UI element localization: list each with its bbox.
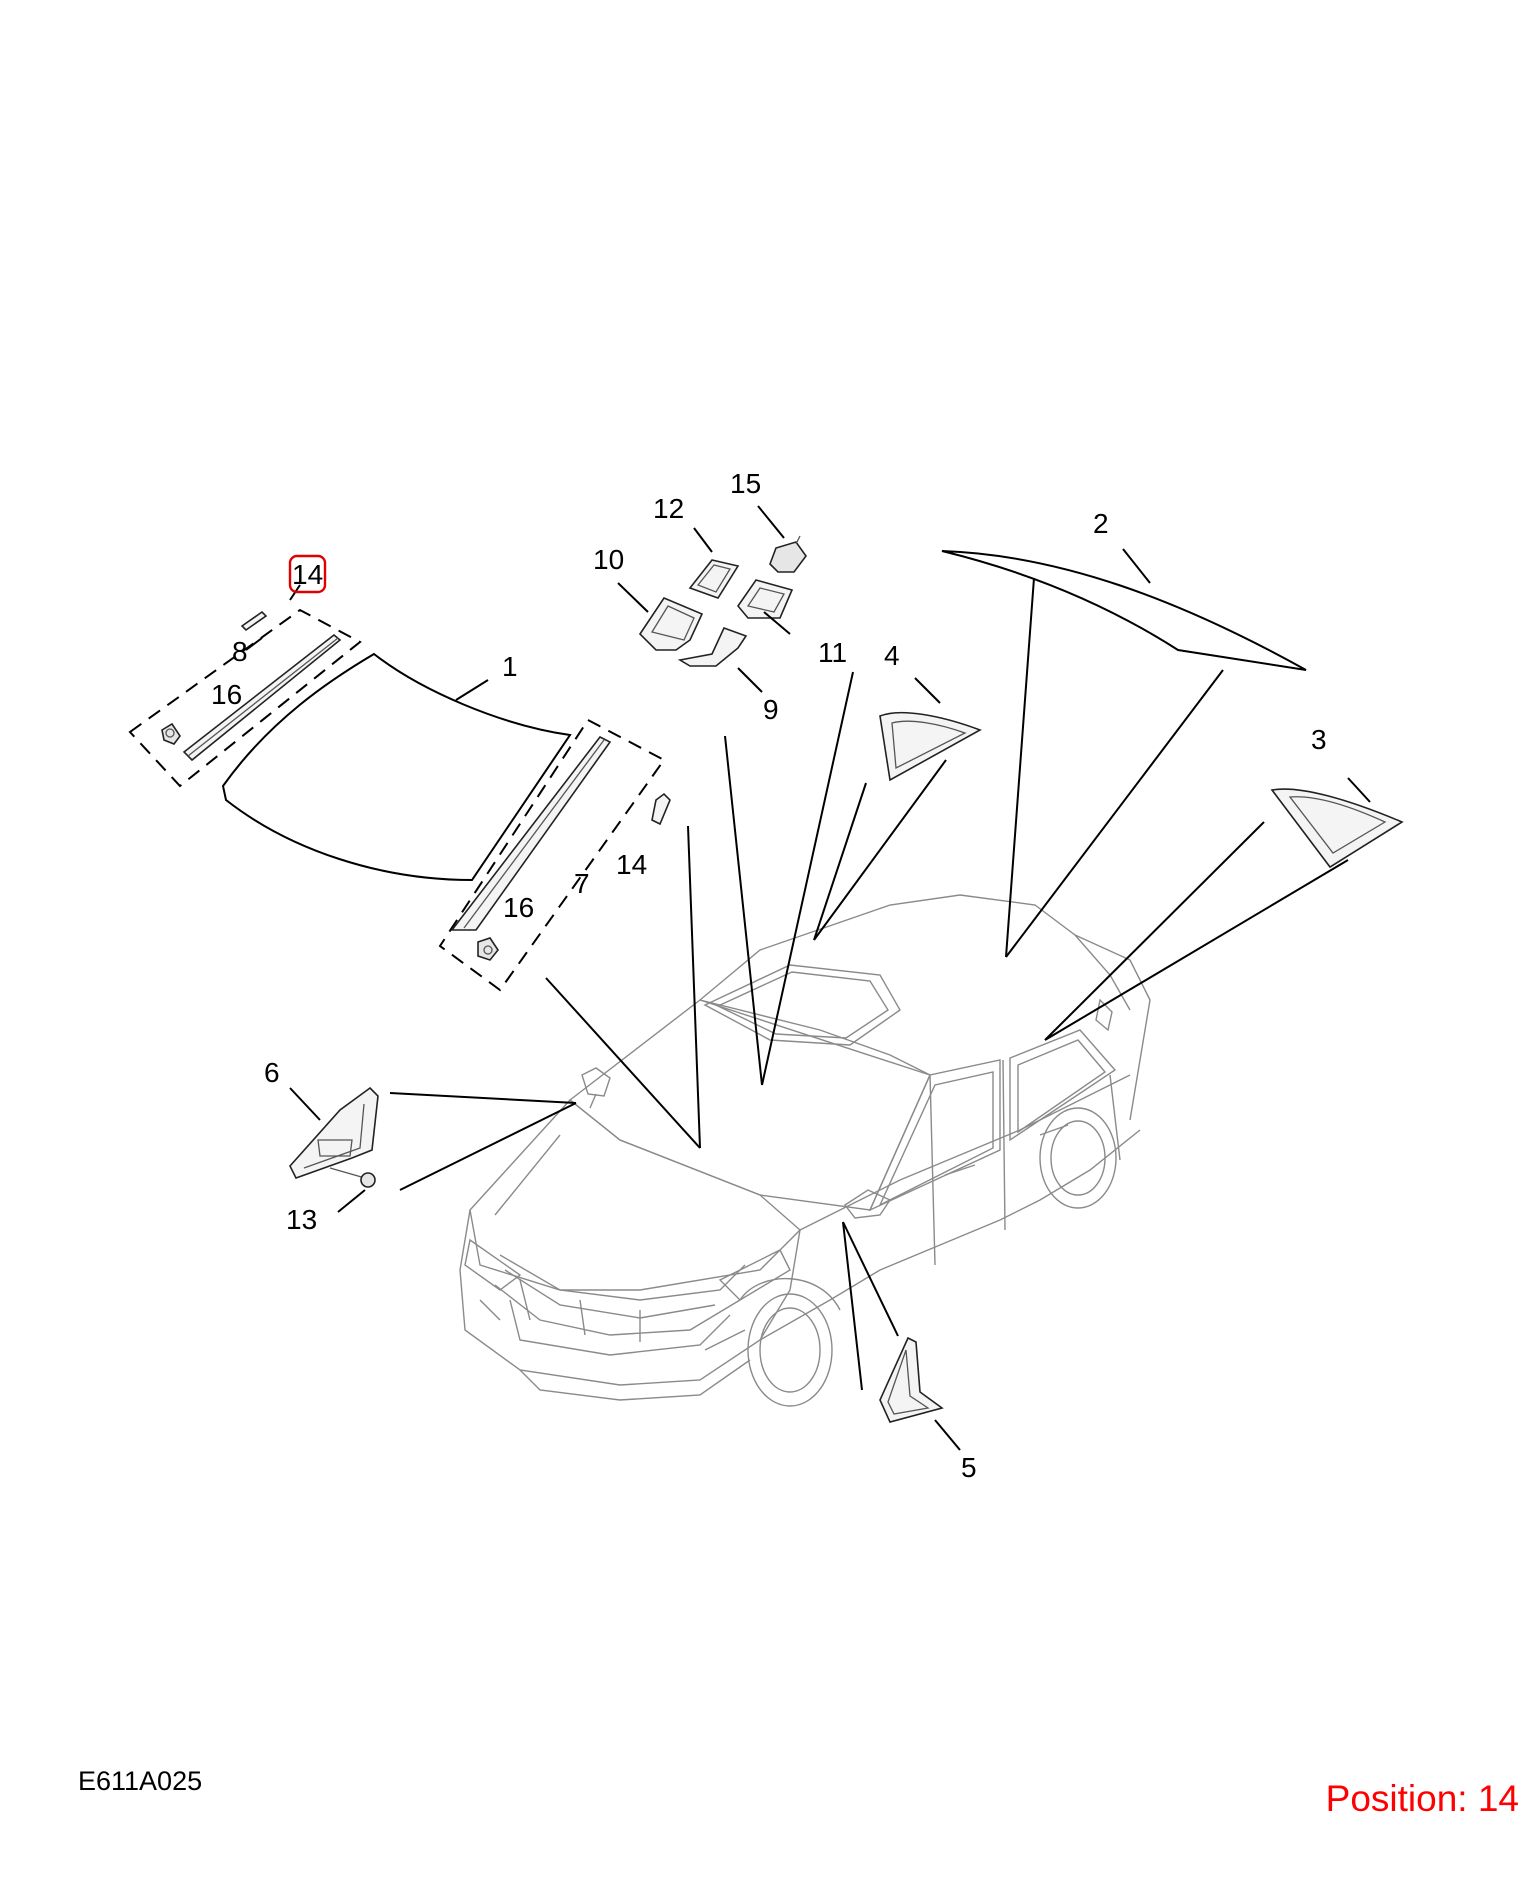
callout-1[interactable]: 1 [502,651,518,682]
bracket-parts [638,535,807,667]
callout-16[interactable]: 16 [503,892,534,923]
callout-8[interactable]: 8 [232,636,248,667]
leader-lines [389,577,1349,1391]
callout-12[interactable]: 12 [653,493,684,524]
backlight-glass [941,550,1307,671]
door-corner-5 [879,1336,944,1423]
right-moulding-group [438,718,671,992]
position-label: Position: 14 [1325,1778,1519,1819]
car-outline [459,894,1151,1407]
quarter-glass-4 [879,711,982,782]
callout-9[interactable]: 9 [763,694,779,725]
quarter-glass-3 [1270,788,1404,869]
callout-ticks [245,505,1371,1451]
mirror-patch-6 [289,1086,379,1188]
callout-5[interactable]: 5 [961,1452,977,1483]
callout-10[interactable]: 10 [593,544,624,575]
callout-6[interactable]: 6 [264,1057,280,1088]
selected-callout-highlight [288,554,327,594]
callout-11[interactable]: 11 [818,637,847,668]
callout-15[interactable]: 15 [730,468,761,499]
callout-14-selected[interactable]: 14 [292,559,323,590]
callout-3[interactable]: 3 [1311,724,1327,755]
left-moulding-group [128,608,362,788]
callout-4[interactable]: 4 [884,640,900,671]
callout-13[interactable]: 13 [286,1204,317,1235]
callout-2[interactable]: 2 [1093,508,1109,539]
drawing-code: E611A025 [78,1766,203,1796]
callout-16[interactable]: 16 [211,679,242,710]
callout-labels: 1 2 3 4 5 6 7 8 9 10 11 12 13 14 14 15 1… [211,468,1327,1483]
windshield-glass [221,652,572,882]
callout-7[interactable]: 7 [574,868,590,899]
callout-14[interactable]: 14 [616,849,647,880]
